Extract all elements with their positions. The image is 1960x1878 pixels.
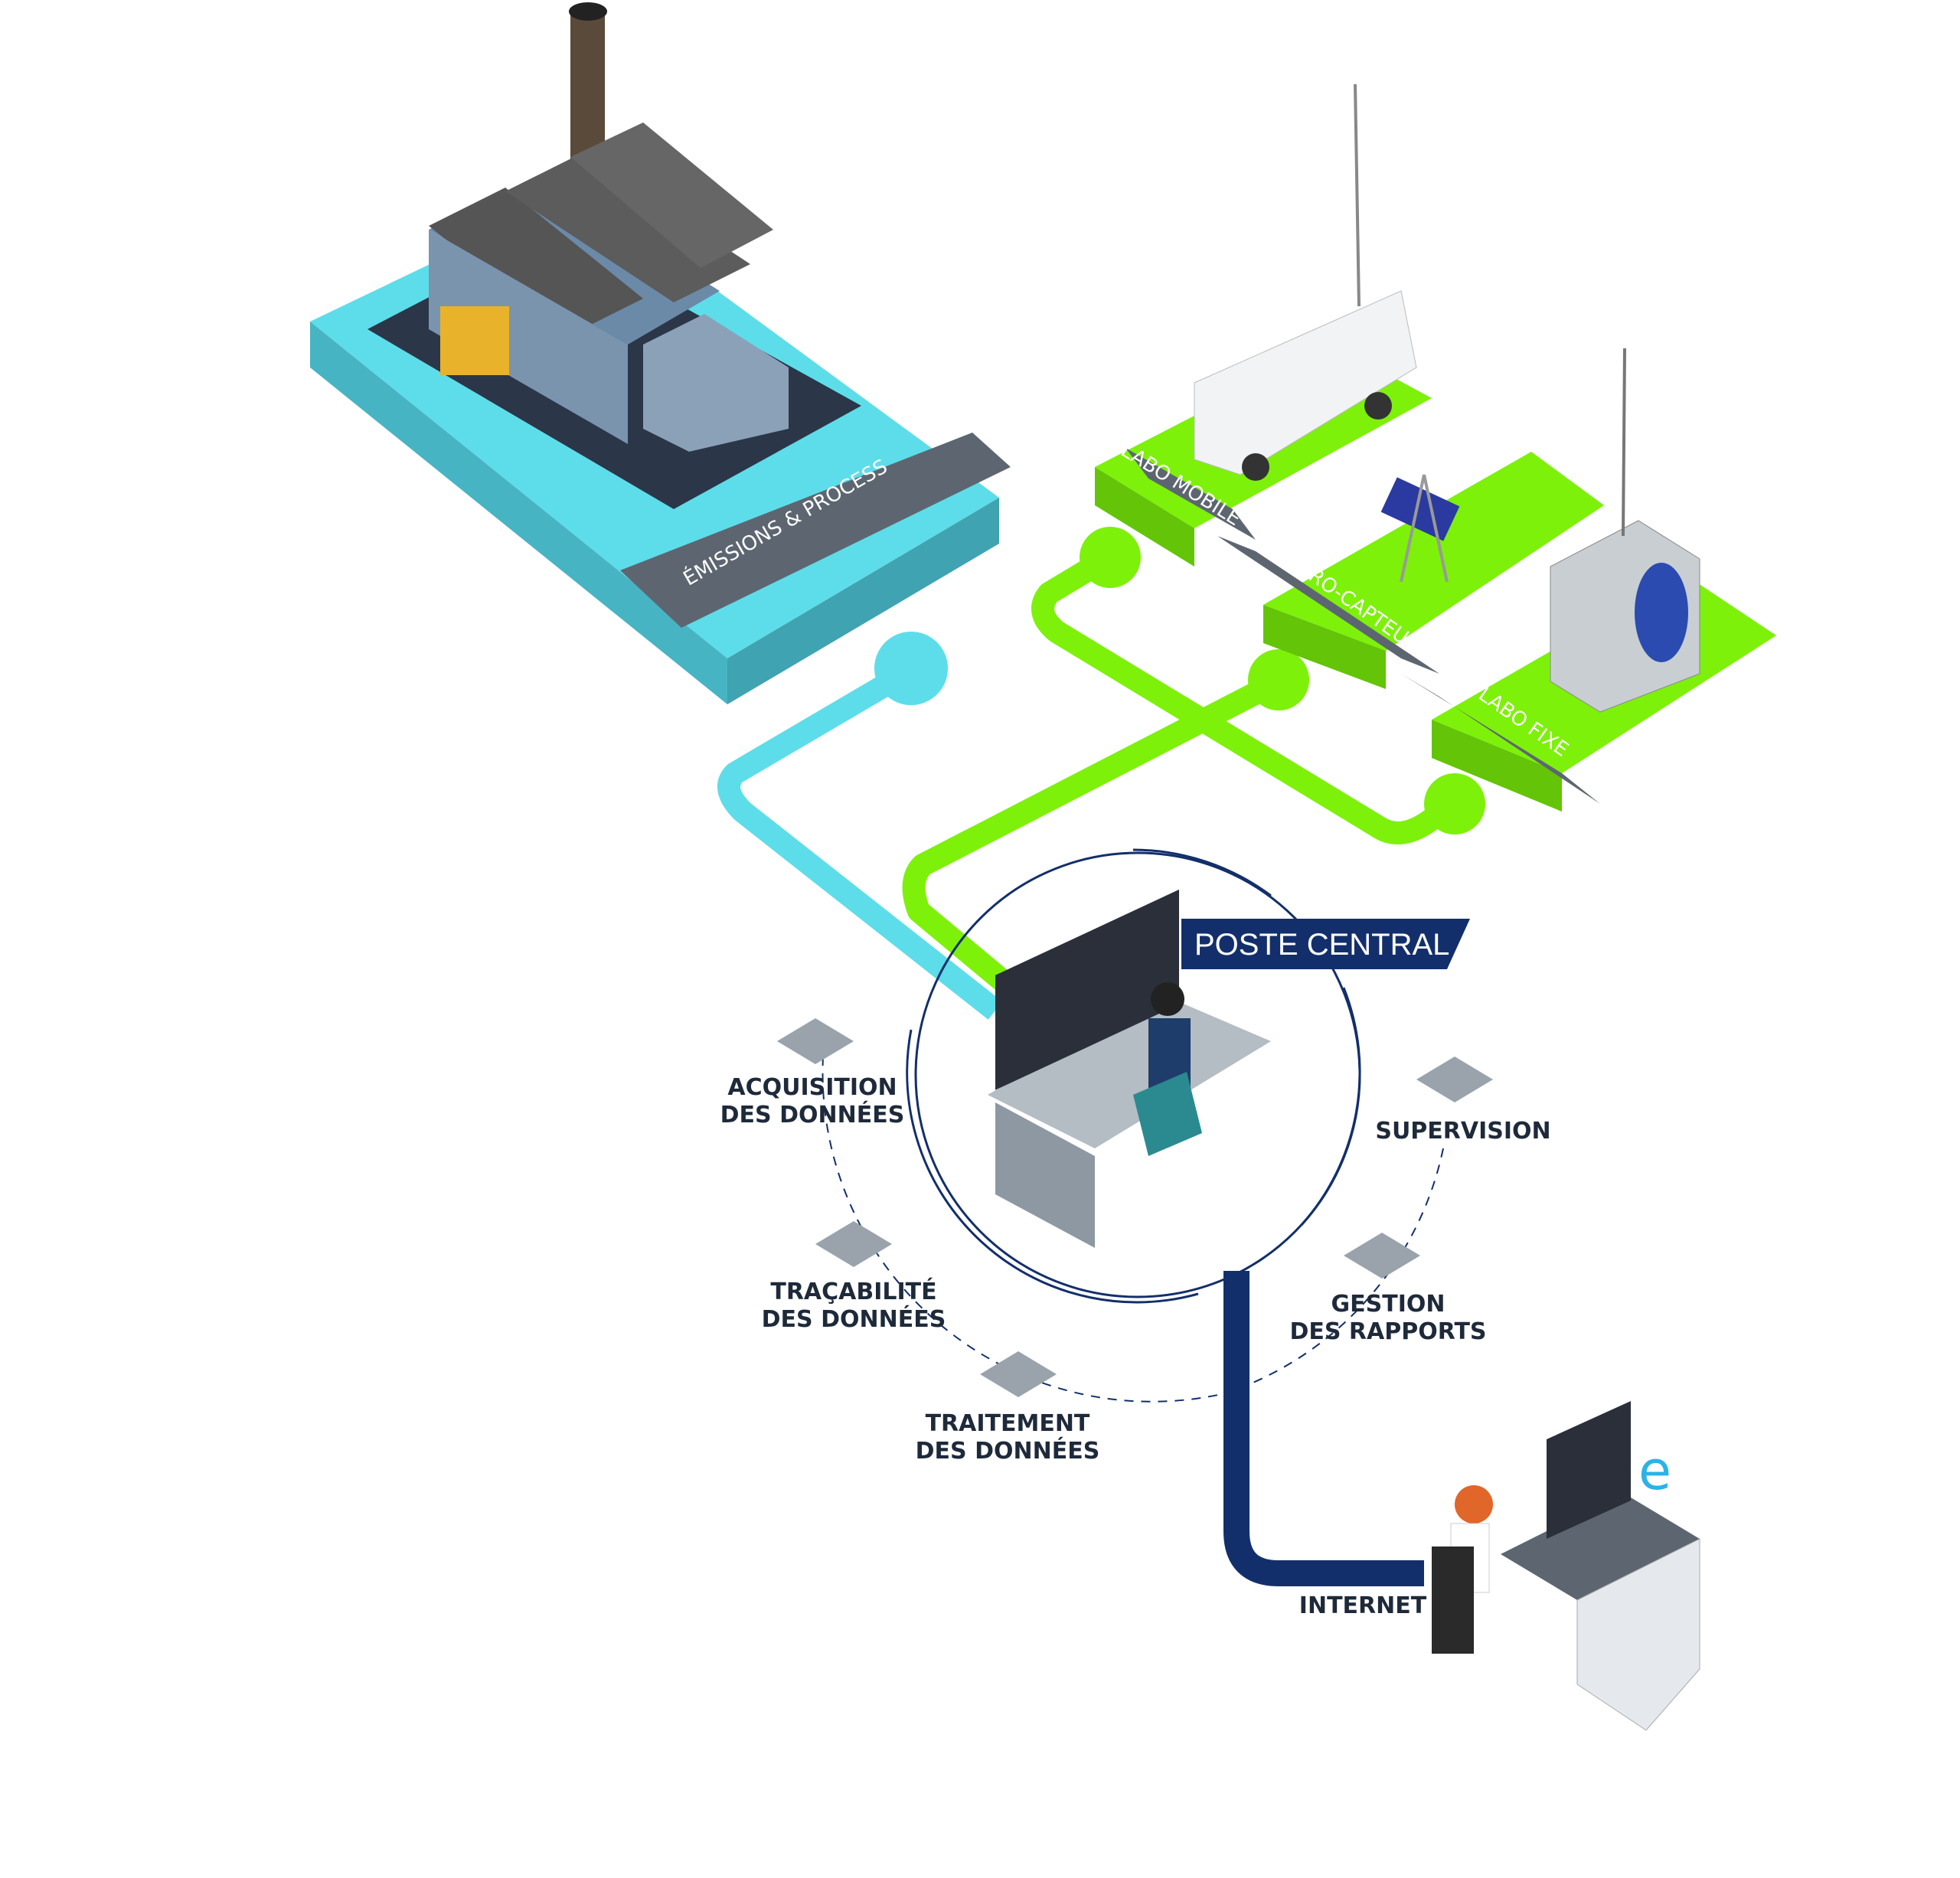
van-icon xyxy=(1194,83,1417,481)
hard-drive-icon xyxy=(1416,1057,1493,1102)
green-node xyxy=(1248,649,1309,710)
function-gestion: GESTION DES RAPPORTS xyxy=(1289,1233,1487,1345)
station-icon xyxy=(1550,348,1700,713)
browser-icon: e xyxy=(1638,1439,1671,1502)
svg-text:TRAÇABILITÉ: TRAÇABILITÉ xyxy=(770,1278,936,1305)
green-data-lines xyxy=(902,549,1462,997)
svg-text:GESTION: GESTION xyxy=(1331,1291,1446,1318)
svg-text:TRAITEMENT: TRAITEMENT xyxy=(926,1410,1090,1437)
remote-user-desk-icon: e xyxy=(1432,1401,1700,1731)
hard-drive-icon xyxy=(1344,1233,1420,1279)
operator-desk-icon xyxy=(988,889,1271,1248)
factory-icon xyxy=(429,2,789,452)
green-node xyxy=(1080,527,1141,588)
function-tracabilite: TRAÇABILITÉ DES DONNÉES xyxy=(762,1221,946,1333)
svg-text:DES DONNÉES: DES DONNÉES xyxy=(762,1305,946,1333)
function-traitement: TRAITEMENT DES DONNÉES xyxy=(916,1351,1100,1465)
solar-sensor-icon xyxy=(1380,474,1460,583)
svg-text:DES RAPPORTS: DES RAPPORTS xyxy=(1289,1318,1486,1345)
cyan-node xyxy=(874,632,948,705)
labo-mobile-platform: LABO MOBILE xyxy=(1095,83,1432,567)
internet-label: INTERNET xyxy=(1299,1592,1427,1619)
micro-capteurs-platform: MICRO-CAPTEURS xyxy=(1217,452,1604,689)
svg-text:SUPERVISION: SUPERVISION xyxy=(1375,1118,1550,1145)
hard-drive-icon xyxy=(777,1018,854,1064)
function-supervision: SUPERVISION xyxy=(1375,1057,1551,1145)
function-acquisition: ACQUISITION DES DONNÉES xyxy=(720,1018,905,1128)
svg-text:DES DONNÉES: DES DONNÉES xyxy=(916,1437,1100,1465)
poste-central-banner: POSTE CENTRAL xyxy=(1181,919,1470,969)
labo-fixe-platform: LABO FIXE xyxy=(1401,348,1776,812)
poste-central-title: POSTE CENTRAL xyxy=(1194,928,1449,962)
green-node xyxy=(1424,773,1485,834)
cyan-data-line xyxy=(717,660,1003,1020)
internet-line xyxy=(1223,1271,1424,1586)
svg-text:ACQUISITION: ACQUISITION xyxy=(727,1074,897,1101)
hard-drive-icon xyxy=(815,1221,892,1267)
svg-text:DES DONNÉES: DES DONNÉES xyxy=(720,1101,905,1128)
emissions-platform: ÉMISSIONS & PROCESS xyxy=(310,2,1011,704)
central-cycle xyxy=(822,848,1444,1403)
hard-drive-icon xyxy=(980,1351,1057,1397)
